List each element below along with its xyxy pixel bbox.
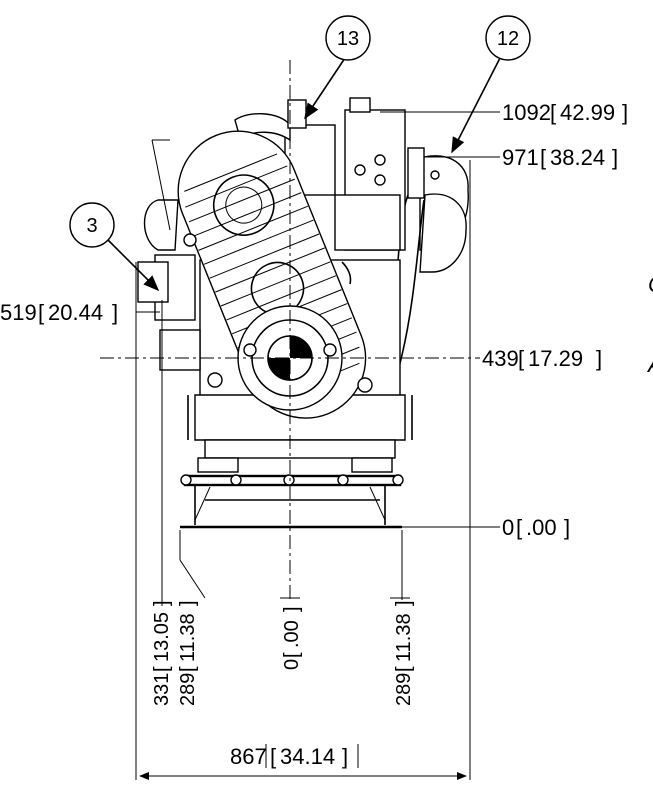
svg-text:]: ]	[596, 346, 602, 371]
support-struts	[194, 486, 386, 521]
svg-text:[: [	[518, 346, 524, 371]
manifold-box	[334, 194, 401, 251]
svg-text:[: [	[540, 145, 546, 170]
frame-rails	[187, 395, 413, 440]
alternator	[143, 199, 179, 251]
crank-center-mark	[268, 358, 290, 380]
bolt	[180, 474, 192, 486]
svg-text:]: ]	[622, 100, 628, 125]
dim-971: 971 [ 38.24 ]	[502, 145, 618, 170]
base-block	[204, 439, 396, 459]
svg-text:[: [	[281, 652, 303, 658]
svg-text:]: ]	[612, 145, 618, 170]
bolt	[392, 474, 404, 486]
dim-289-left-mm: 289	[177, 673, 199, 706]
dim-439-in: 17.29	[528, 346, 583, 371]
svg-text:[: [	[151, 666, 173, 672]
callout-3-label: 3	[86, 215, 97, 237]
callout-12: 12	[485, 15, 531, 61]
dim-331: 331 [ 13.05 ]	[151, 600, 173, 706]
exhaust-elbow-lower	[419, 193, 467, 273]
svg-text:[: [	[38, 300, 44, 325]
svg-text:[: [	[550, 100, 556, 125]
dim-867: 867 [ 34.14 ]	[230, 744, 348, 769]
dim-0-in: .00	[526, 515, 557, 540]
component-3	[137, 261, 169, 303]
hose	[341, 261, 352, 285]
bolt	[337, 474, 349, 486]
bolt	[183, 233, 197, 247]
dim-1092: 1092 [ 42.99 ]	[502, 100, 628, 125]
svg-text:]: ]	[177, 600, 199, 606]
support-frame	[194, 485, 386, 525]
filler-neck	[287, 99, 307, 129]
crank-center-mark	[290, 336, 312, 358]
dim-289-left-in: 11.38	[177, 613, 199, 662]
side-bracket	[407, 147, 425, 199]
engine-assembly	[137, 97, 469, 529]
dim-0-vertical-mm: 0	[281, 659, 303, 670]
edge-mark-lower: A	[646, 352, 653, 377]
svg-text:]: ]	[342, 744, 348, 769]
dim-439: 439 [ 17.29 ]	[482, 346, 602, 371]
dim-519-in: 20.44	[48, 300, 103, 325]
belt-guard-edge	[151, 139, 171, 231]
bolt	[230, 474, 242, 486]
dim-289-right: 289 [ 11.38 ]	[393, 600, 415, 706]
dim-331-mm: 331	[151, 673, 173, 706]
dim-0-vertical: 0 [ .00 ]	[281, 606, 303, 670]
mount-foot-right	[351, 457, 393, 473]
bolt	[323, 343, 337, 357]
callout-13: 13	[325, 15, 371, 61]
dim-1092-mm: 1092	[502, 100, 551, 125]
dim-439-mm: 439	[482, 346, 519, 371]
svg-text:[: [	[270, 744, 276, 769]
bolt	[243, 343, 257, 357]
svg-text:]: ]	[112, 300, 118, 325]
callout-13-label: 13	[337, 28, 359, 50]
dim-289-left: 289 [ 11.38 ]	[177, 600, 199, 706]
dim-519: 519 [ 20.44 ]	[0, 300, 118, 325]
bolt	[357, 377, 373, 393]
dim-519-mm: 519	[0, 300, 37, 325]
dim-331-in: 13.05	[151, 612, 173, 662]
dim-0-vertical-in: .00	[281, 620, 303, 648]
cap	[349, 97, 371, 113]
lower-bracket	[159, 329, 201, 371]
leader-13	[304, 57, 346, 120]
dim-289-right-in: 11.38	[393, 613, 415, 662]
leader-3	[107, 239, 160, 292]
dim-971-mm: 971	[502, 145, 539, 170]
dim-289-right-mm: 289	[393, 673, 415, 706]
bolt	[374, 174, 386, 186]
dim-0-mm: 0	[502, 515, 514, 540]
bolt	[374, 154, 386, 166]
svg-text:[: [	[516, 515, 522, 540]
bolt	[207, 372, 223, 388]
svg-text:]: ]	[281, 606, 303, 612]
edge-mark-upper: C	[648, 272, 653, 297]
svg-text:]: ]	[564, 515, 570, 540]
bolt	[354, 164, 366, 176]
leader-12	[451, 57, 501, 154]
dim-867-mm: 867	[230, 744, 267, 769]
dim-0-horizontal: 0 [ .00 ]	[502, 515, 570, 540]
bolt	[283, 474, 295, 486]
mount-foot-left	[197, 457, 239, 473]
callout-3: 3	[69, 202, 115, 248]
dim-1092-in: 42.99	[560, 100, 615, 125]
dim-971-in: 38.24	[550, 145, 605, 170]
svg-text:[: [	[393, 666, 415, 672]
callout-12-label: 12	[497, 28, 519, 50]
svg-text:[: [	[177, 666, 199, 672]
bolt	[430, 170, 440, 180]
dim-867-in: 34.14	[280, 744, 335, 769]
svg-text:]: ]	[393, 600, 415, 606]
exhaust-pipe-inner	[379, 199, 425, 433]
dim-leader-289-left	[179, 559, 206, 599]
